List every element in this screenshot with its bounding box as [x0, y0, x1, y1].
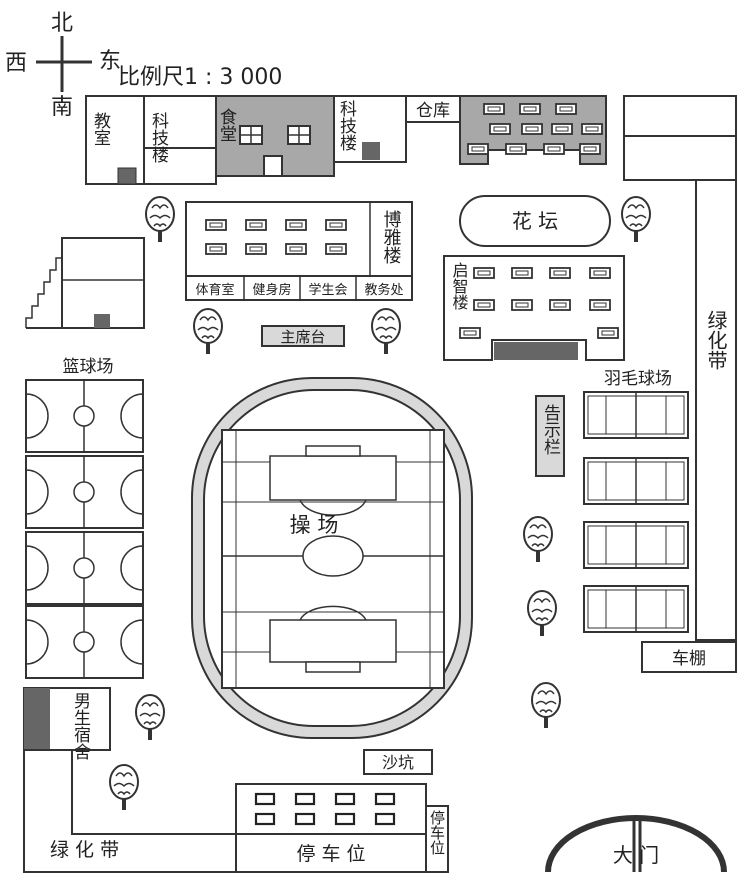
label-flower-bed: 花 坛 [512, 209, 558, 233]
label-parking-lot: 停 车 位 [296, 843, 365, 865]
building-west-stairs [25, 237, 145, 329]
label-green-belt-east: 绿化带 [704, 310, 728, 370]
building-qizhi: 启智楼 [443, 255, 625, 361]
building-boya: 博雅楼 体育室 健身房 学生会 教务处 [185, 201, 413, 301]
building-canteen: 食堂 [215, 95, 335, 177]
main-gate: 大 门 [545, 815, 727, 873]
label-gym-office: 体育室 [195, 282, 234, 298]
label-rostrum: 主席台 [280, 328, 325, 346]
building-parking: 停 车 位 [235, 783, 427, 873]
playground-track: 操 场 [191, 377, 473, 739]
tree-icon [527, 590, 557, 637]
label-qizhi-building: 启智楼 [450, 262, 469, 310]
building-tech-east: 科技楼 [333, 95, 407, 163]
bike-shed: 车棚 [641, 641, 737, 673]
tree-icon [135, 694, 165, 741]
basketball-court [25, 455, 144, 529]
tree-icon [523, 516, 553, 563]
label-canteen: 食堂 [216, 108, 237, 142]
notice-board: 告示栏 [535, 395, 565, 477]
flower-bed: 花 坛 [459, 195, 611, 247]
label-academic-office: 教务处 [364, 282, 403, 298]
label-bike-shed: 车棚 [672, 649, 706, 669]
parking-small: 停车位 [425, 805, 449, 873]
compass-east: 东 [99, 49, 121, 74]
badminton-court [583, 521, 689, 569]
tree-icon [371, 308, 401, 355]
label-tech-building-west: 科技楼 [148, 112, 169, 163]
label-basketball-court: 篮球场 [63, 357, 114, 377]
tree-icon [193, 308, 223, 355]
compass-north: 北 [51, 11, 73, 36]
label-boya-building: 博雅楼 [381, 210, 402, 264]
rostrum: 主席台 [261, 325, 345, 347]
label-fitness-room: 健身房 [252, 282, 291, 298]
label-student-union: 学生会 [308, 282, 347, 298]
label-sandpit: 沙坑 [382, 753, 414, 772]
tree-icon [109, 764, 139, 811]
building-boys-dorm: 男生宿舍 [23, 687, 111, 760]
label-warehouse: 仓库 [416, 101, 450, 121]
label-playground: 操 场 [290, 513, 339, 537]
badminton-court [583, 457, 689, 505]
basketball-court [25, 379, 144, 453]
label-notice-board: 告示栏 [540, 404, 561, 455]
label-badminton-court: 羽毛球场 [604, 369, 672, 389]
basketball-court [25, 605, 144, 679]
tree-icon [145, 196, 175, 243]
label-classroom: 教室 [90, 112, 111, 146]
label-main-gate: 大 门 [613, 843, 659, 867]
sandpit: 沙坑 [363, 749, 433, 775]
label-boys-dorm: 男生宿舍 [70, 692, 91, 760]
label-parking-small: 停车位 [428, 810, 446, 855]
building-classroom-tech-west: 教室 科技楼 [85, 95, 217, 185]
badminton-court [583, 391, 689, 439]
label-tech-building-east: 科技楼 [336, 100, 357, 151]
tree-icon [621, 196, 651, 243]
building-gray-dorm [459, 95, 607, 165]
basketball-court [25, 531, 144, 605]
tree-icon [531, 682, 561, 729]
compass-south: 南 [51, 95, 73, 120]
label-green-belt-sw: 绿 化 带 [50, 839, 119, 861]
compass-west: 西 [5, 51, 27, 76]
badminton-court [583, 585, 689, 633]
green-belt-east: 绿化带 [623, 95, 737, 641]
compass-rose: 北 南 西 东 [5, 11, 121, 120]
building-warehouse: 仓库 [405, 95, 461, 123]
map-scale: 比例尺1 : 3 000 [118, 65, 282, 90]
